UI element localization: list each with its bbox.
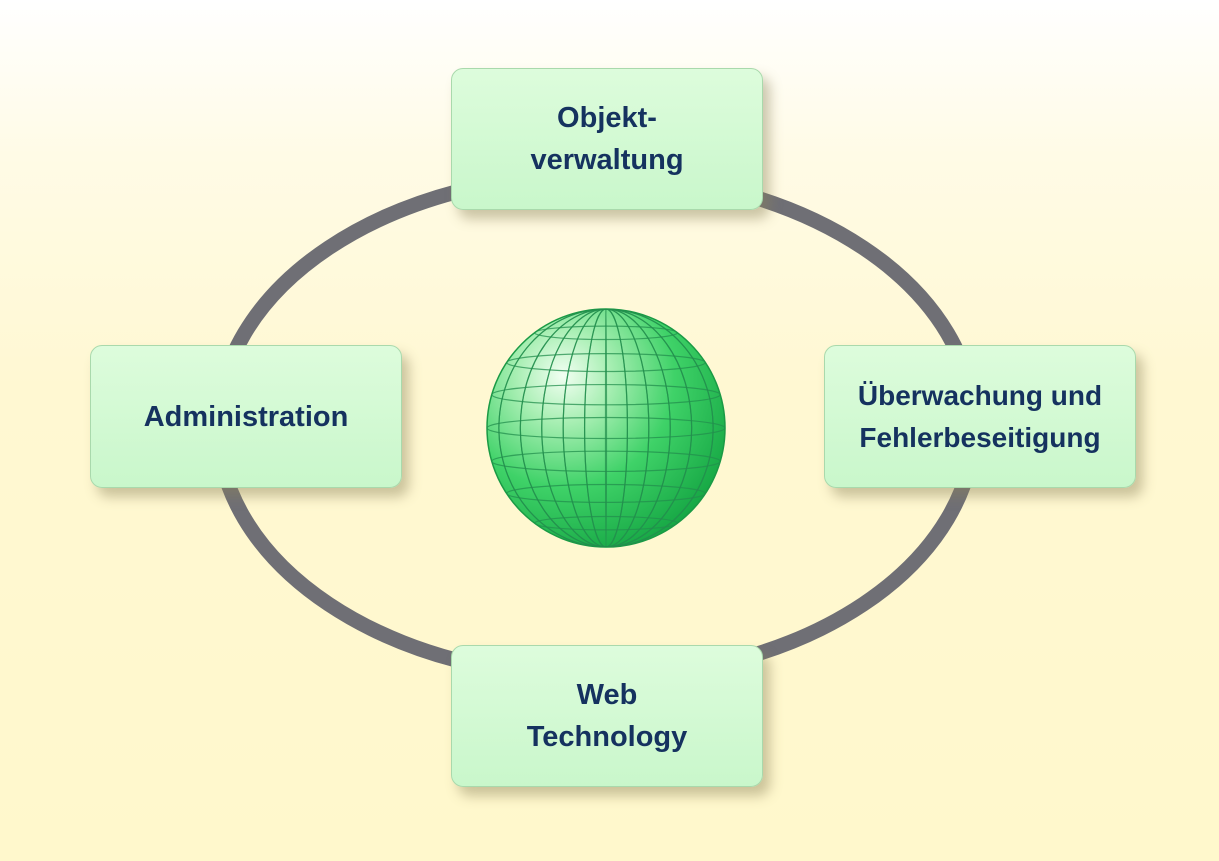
- node-monitoring-troubleshooting: Überwachung und Fehlerbeseitigung: [824, 345, 1136, 488]
- node-object-management: Objekt- verwaltung: [451, 68, 763, 210]
- node-administration: Administration: [90, 345, 402, 488]
- globe-icon: [486, 308, 726, 548]
- node-web-technology: Web Technology: [451, 645, 763, 787]
